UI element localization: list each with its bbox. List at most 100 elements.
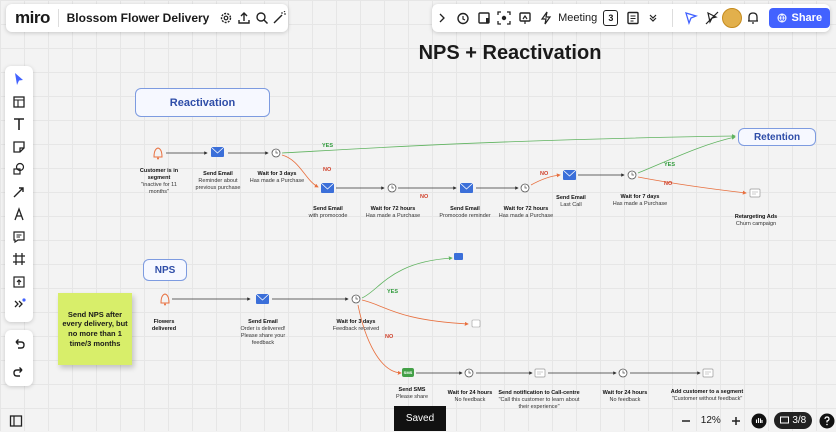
sticky-note[interactable]: Send NPS after every delivery, but no mo…: [58, 293, 132, 365]
clock-icon: [618, 368, 628, 378]
present-icon[interactable]: [515, 7, 536, 29]
shapes-icon[interactable]: [8, 158, 30, 180]
more-tools-icon[interactable]: [8, 293, 30, 315]
email-icon: [210, 146, 225, 157]
yes-label: YES: [322, 143, 334, 149]
present-icon: [780, 416, 790, 424]
clock-icon: [271, 148, 281, 158]
text-icon[interactable]: [8, 113, 30, 135]
settings-icon[interactable]: [217, 7, 235, 29]
chat-icon: [534, 368, 546, 378]
sms-icon: [402, 368, 414, 377]
email-icon: [255, 293, 270, 304]
top-left-bar: miro Blossom Flower Delivery: [6, 4, 288, 32]
user-avatar[interactable]: [722, 7, 743, 29]
divider: [671, 9, 673, 27]
bell-icon: [153, 147, 163, 160]
upload-icon[interactable]: [235, 7, 253, 29]
pen-icon[interactable]: [8, 203, 30, 225]
top-right-bar: Meeting 3 Share: [432, 4, 831, 32]
vote-icon[interactable]: [473, 7, 494, 29]
sms-badge: SMS: [403, 369, 413, 375]
nps-header[interactable]: NPS: [143, 259, 187, 281]
timer-icon[interactable]: [453, 7, 474, 29]
chevron-down-double-icon[interactable]: [643, 7, 664, 29]
no-label: NO: [420, 194, 429, 200]
chevron-right-icon[interactable]: [432, 7, 453, 29]
meeting-label[interactable]: Meeting: [558, 12, 598, 24]
zoom-in-button[interactable]: [727, 410, 745, 432]
undo-redo-panel: [5, 330, 33, 386]
board-name[interactable]: Blossom Flower Delivery: [66, 11, 210, 25]
search-icon[interactable]: [253, 7, 271, 29]
email-icon: [459, 182, 474, 193]
help-icon[interactable]: [818, 410, 836, 432]
undo-icon[interactable]: [8, 333, 30, 355]
reactivation-header[interactable]: Reactivation: [135, 88, 270, 117]
bell-icon: [160, 293, 170, 306]
focus-icon[interactable]: [494, 7, 515, 29]
clock-icon: [387, 183, 397, 193]
node-notify-call-centre[interactable]: Send notification to Call-centre"Call th…: [498, 390, 580, 410]
reactions-icon[interactable]: [681, 7, 702, 29]
meeting-count[interactable]: 3: [603, 10, 619, 26]
node-flowers-delivered[interactable]: Flowers delivered: [151, 319, 177, 332]
redo-icon[interactable]: [8, 361, 30, 383]
clock-icon: [627, 170, 637, 180]
yes-label: YES: [387, 289, 399, 295]
meeting-icon[interactable]: [535, 7, 556, 29]
email-icon: [562, 169, 577, 180]
frame-icon[interactable]: [8, 248, 30, 270]
notes-icon[interactable]: [622, 7, 643, 29]
saved-toast: Saved: [394, 406, 446, 431]
zoom-out-button[interactable]: [677, 410, 695, 432]
chat-icon: [749, 188, 761, 198]
clock-icon: [464, 368, 474, 378]
node-customer-segment[interactable]: Customer is in segment"inactive for 11 m…: [139, 168, 179, 195]
frames-panel-toggle[interactable]: [4, 410, 28, 431]
frames-template-icon[interactable]: [8, 91, 30, 113]
board-title: NPS + Reactivation: [418, 42, 602, 64]
email-icon: [454, 253, 463, 260]
no-label: NO: [323, 167, 332, 173]
cursor-hide-icon[interactable]: [701, 7, 722, 29]
email-icon: [320, 182, 335, 193]
share-button[interactable]: Share: [769, 8, 831, 28]
no-label: NO: [664, 181, 673, 187]
connection-line-icon[interactable]: [8, 181, 30, 203]
left-toolbar: [5, 66, 33, 322]
hand-icon[interactable]: [751, 410, 769, 432]
zoom-controls: 12% 3/8: [677, 410, 836, 431]
divider: [57, 9, 59, 27]
retention-box[interactable]: Retention: [738, 128, 816, 146]
no-label: NO: [385, 334, 394, 340]
sticky-note-icon[interactable]: [8, 136, 30, 158]
upload-icon[interactable]: [8, 271, 30, 293]
node-add-to-segment[interactable]: Add customer to a segment"Customer witho…: [670, 389, 744, 402]
no-label: NO: [540, 171, 549, 177]
select-cursor-icon[interactable]: [8, 68, 30, 90]
comment-icon[interactable]: [8, 226, 30, 248]
yes-label: YES: [664, 162, 676, 168]
bell-icon[interactable]: [743, 7, 764, 29]
zoom-level[interactable]: 12%: [700, 415, 721, 426]
page-indicator[interactable]: 3/8: [774, 412, 813, 429]
miro-logo: miro: [15, 8, 50, 27]
magic-wand-icon[interactable]: [270, 7, 288, 29]
